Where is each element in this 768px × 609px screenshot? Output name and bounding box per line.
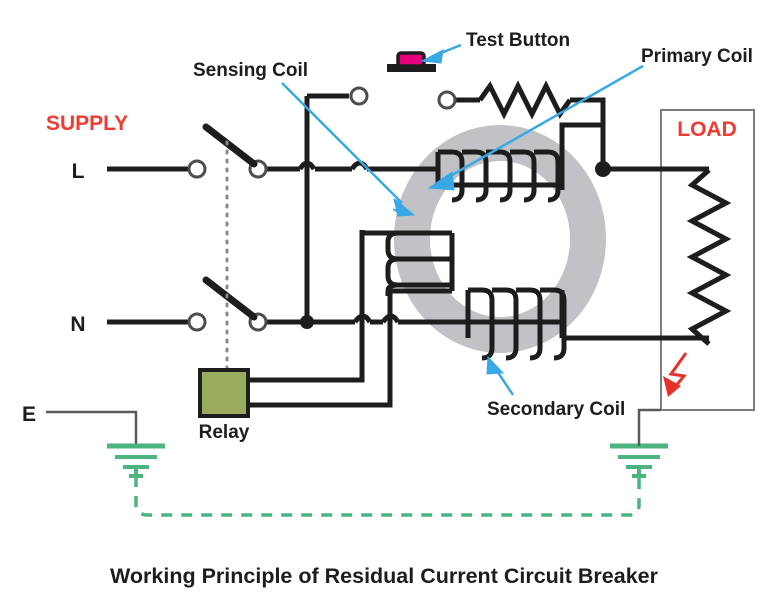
load-box: LOAD xyxy=(660,109,755,411)
neutral-switch[interactable] xyxy=(187,276,268,332)
earth-lead xyxy=(46,410,138,446)
neutral-switch-blade xyxy=(202,276,258,321)
secondary-coil xyxy=(465,287,567,361)
sensing-lead-upper xyxy=(248,230,398,383)
primary-coil-arrow-head xyxy=(427,171,455,191)
supply-label: SUPPLY xyxy=(46,112,128,135)
line-switch-blade xyxy=(202,123,258,168)
test-button[interactable] xyxy=(387,51,436,72)
secondary-coil-arrow-head xyxy=(486,355,505,375)
earth-right xyxy=(610,443,668,478)
test-resistor xyxy=(477,80,573,120)
line-label: L xyxy=(72,160,85,183)
earth-return-dashed-path xyxy=(134,476,641,517)
primary-coil-arrow-line xyxy=(451,64,644,177)
secondary-coil-label: Secondary Coil xyxy=(487,399,625,420)
earth-label: E xyxy=(22,403,36,426)
neutral-switch-terminal-left xyxy=(187,312,207,332)
fault-arrow-icon xyxy=(663,376,681,397)
earth-right-riser xyxy=(637,408,661,446)
figure-title: Working Principle of Residual Current Ci… xyxy=(110,564,659,588)
line-switch-terminal-left xyxy=(187,159,207,179)
neutral-label: N xyxy=(70,313,85,336)
test-button-arrow-head xyxy=(420,49,444,64)
relay[interactable]: Relay xyxy=(198,368,250,443)
sensing-coil-arrow-head-2 xyxy=(393,197,416,217)
primary-coil-label: Primary Coil xyxy=(641,46,753,67)
sensing-lead-lower xyxy=(248,288,398,408)
test-button-label: Test Button xyxy=(466,30,570,51)
test-button-base xyxy=(387,64,436,72)
sensing-coil-arrow-line xyxy=(281,82,403,204)
callout-arrows xyxy=(281,43,644,396)
toroid-core xyxy=(394,125,606,353)
sensing-coil-label: Sensing Coil xyxy=(193,60,308,81)
earth-left xyxy=(107,443,165,478)
sensing-terminal-circle xyxy=(349,86,369,106)
relay-body xyxy=(198,368,250,418)
test-button-cap xyxy=(396,51,426,68)
line-switch[interactable] xyxy=(187,123,268,179)
sensing-coil-leads xyxy=(248,230,398,408)
load-resistor xyxy=(686,168,732,346)
relay-label: Relay xyxy=(199,422,250,443)
sensing-coil xyxy=(385,230,455,296)
test-terminal-circle xyxy=(437,90,457,110)
earth-lead-wire xyxy=(46,410,138,446)
load-label: LOAD xyxy=(677,118,737,141)
